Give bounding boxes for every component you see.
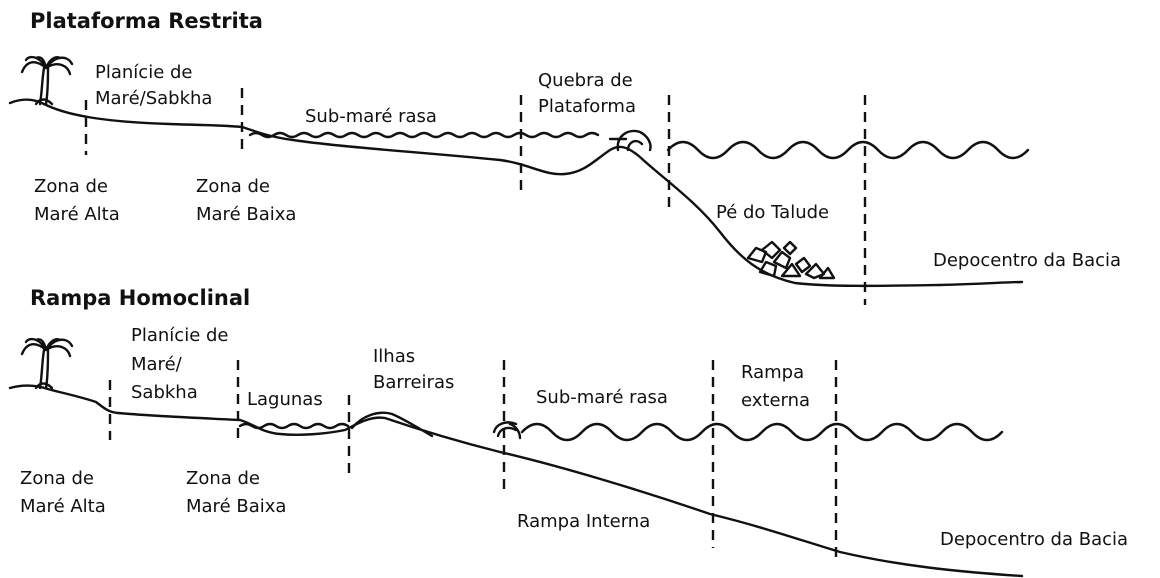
label-ilhas-line1: Ilhas [373,346,415,367]
label-quebra-line1: Quebra de [538,70,633,91]
label-zona-alta-line2: Maré Alta [20,496,106,517]
label-planicie-line1: Planície de [131,325,229,346]
panel-plataforma-restrita: Plataforma Restrita [8,9,1121,305]
panel-rampa-homoclinal: Rampa Homoclinal Planície de Mar [8,286,1128,578]
label-pe-do-talude: Pé do Talude [716,202,829,223]
label-zona-alta-line1: Zona de [34,176,108,197]
label-rampa-interna: Rampa Interna [517,511,650,532]
palm-tree-icon [20,55,74,106]
label-ilhas-line2: Barreiras [373,372,454,393]
label-submare-rasa: Sub-maré rasa [536,387,668,408]
label-zona-baixa-line2: Maré Baixa [196,204,296,225]
label-zona-baixa-line1: Zona de [186,468,260,489]
label-externa-line1: Rampa [741,362,804,383]
label-quebra-line2: Plataforma [538,96,636,117]
palm-tree-icon [20,337,74,390]
reef-mound-icon [492,421,522,440]
wave-line-submare [248,131,600,139]
label-depocentro: Depocentro da Bacia [933,250,1121,271]
label-planicie-line3: Sabkha [131,382,198,403]
reef-mound-icon [616,129,652,152]
label-zona-baixa-line2: Maré Baixa [186,496,286,517]
label-planicie-line2: Maré/ [131,354,183,375]
wave-line-lagunas [238,422,350,430]
talus-blocks-icon [746,240,836,280]
label-zona-alta-line1: Zona de [20,468,94,489]
wave-line-ocean [666,140,1030,160]
label-zona-baixa-line1: Zona de [196,176,270,197]
barrier-island [350,411,434,438]
label-depocentro: Depocentro da Bacia [940,529,1128,550]
shoreline-ground [8,384,1024,578]
label-externa-line2: externa [741,390,810,411]
panel-title-restrita: Plataforma Restrita [30,9,263,33]
label-lagunas: Lagunas [247,389,323,410]
wave-line-ocean [520,422,1004,442]
panel-title-rampa: Rampa Homoclinal [30,286,250,310]
label-zona-alta-line2: Maré Alta [34,204,120,225]
label-planicie-line2: Maré/Sabkha [95,88,212,109]
label-submare-rasa: Sub-maré rasa [305,106,437,127]
shoreline-ground [8,98,1024,288]
label-planicie-line1: Planície de [95,62,193,83]
